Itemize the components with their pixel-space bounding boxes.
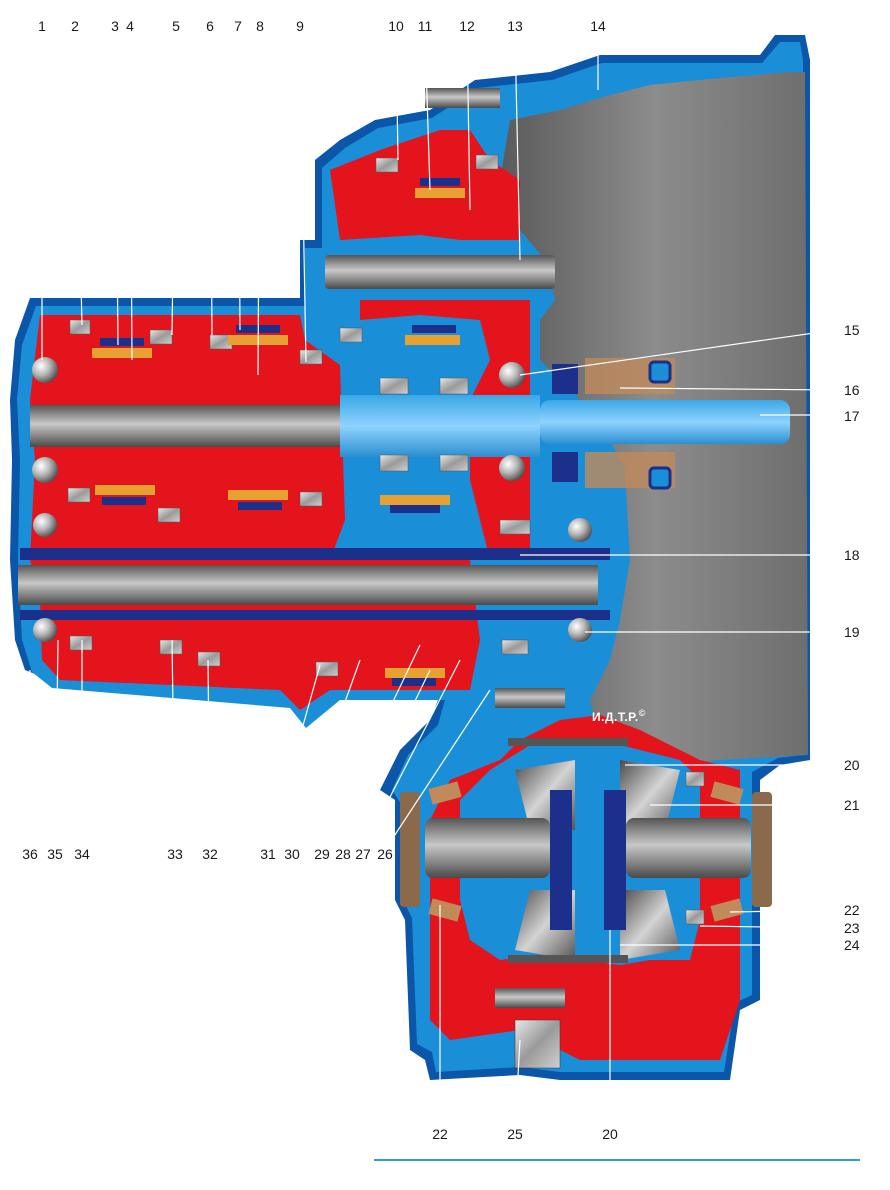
part-number-label: 29 — [314, 846, 330, 862]
part-number-label: 11 — [417, 18, 433, 34]
part-number-label: 17 — [844, 408, 860, 424]
part-number-label: 36 — [22, 846, 38, 862]
part-number-label: 4 — [126, 18, 134, 34]
part-number-label: 31 — [260, 846, 276, 862]
part-number-label: 28 — [335, 846, 351, 862]
part-number-label: 3 — [111, 18, 119, 34]
part-number-label: 34 — [74, 846, 90, 862]
differential-oil-seals — [400, 792, 772, 907]
part-number-label: 13 — [507, 18, 523, 34]
output-shaft — [18, 548, 610, 620]
part-number-label: 6 — [206, 18, 214, 34]
part-number-label: 22 — [844, 902, 860, 918]
input-shaft — [30, 395, 790, 457]
final-drive-gear — [514, 1019, 561, 1069]
watermark: И.Д.Т.Р.© — [592, 708, 646, 724]
part-number-label: 8 — [256, 18, 264, 34]
part-number-label: 22 — [432, 1126, 448, 1142]
part-number-label: 14 — [590, 18, 606, 34]
reverse-idler-shaft — [325, 255, 555, 289]
gear-teeth-blocks — [67, 154, 705, 925]
part-number-label: 16 — [844, 382, 860, 398]
part-number-label: 5 — [172, 18, 180, 34]
part-number-label: 7 — [234, 18, 242, 34]
part-number-label: 32 — [202, 846, 218, 862]
part-number-label: 18 — [844, 547, 860, 563]
part-number-label: 24 — [844, 937, 860, 953]
part-number-label: 10 — [388, 18, 404, 34]
bolts — [425, 88, 628, 1008]
part-number-label: 33 — [167, 846, 183, 862]
part-number-label: 19 — [844, 624, 860, 640]
part-number-label: 1 — [38, 18, 46, 34]
part-number-label: 27 — [355, 846, 371, 862]
part-number-label: 15 — [844, 322, 860, 338]
part-number-label: 35 — [47, 846, 63, 862]
part-number-label: 12 — [459, 18, 475, 34]
differential-gears — [515, 760, 680, 960]
differential-side-shafts — [425, 818, 751, 878]
part-number-label: 23 — [844, 920, 860, 936]
part-number-label: 20 — [602, 1126, 618, 1142]
ball-bearings — [32, 357, 592, 642]
part-number-label: 2 — [71, 18, 79, 34]
part-number-label: 25 — [507, 1126, 523, 1142]
part-number-label: 26 — [377, 846, 393, 862]
release-bearing-seal — [552, 358, 675, 490]
differential-bearings — [428, 781, 744, 922]
part-number-label: 21 — [844, 797, 860, 813]
part-number-label: 20 — [844, 757, 860, 773]
part-number-label: 9 — [296, 18, 304, 34]
part-number-label: 30 — [284, 846, 300, 862]
leader-lines — [29, 33, 836, 1131]
